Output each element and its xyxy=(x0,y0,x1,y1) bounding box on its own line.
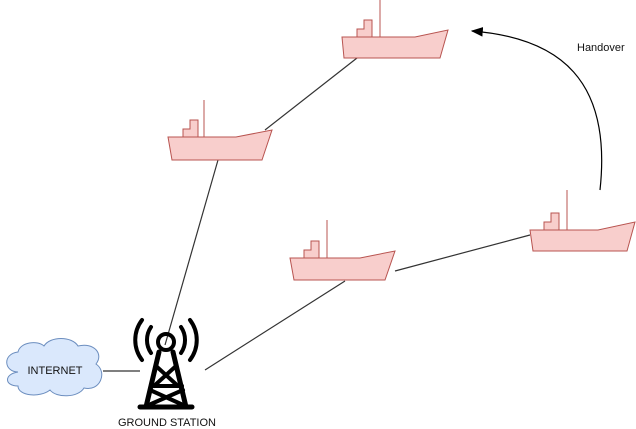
cloud-icon: INTERNET xyxy=(6,338,103,397)
link-ground-ship3 xyxy=(204,280,346,371)
handover-label: Handover xyxy=(577,42,625,54)
link-ship2-ship1 xyxy=(264,57,358,131)
ship-icon xyxy=(289,220,396,281)
radio-tower-icon xyxy=(133,318,199,410)
ground-station-label: GROUND STATION xyxy=(118,417,216,429)
ship-icon xyxy=(341,0,449,59)
link-ship3-ship4 xyxy=(394,234,531,272)
ship-icon xyxy=(529,190,636,252)
link-ground-ship2 xyxy=(164,159,219,346)
handover-arrow xyxy=(470,27,603,191)
internet-label: INTERNET xyxy=(28,365,83,377)
ship-icon xyxy=(167,100,273,161)
